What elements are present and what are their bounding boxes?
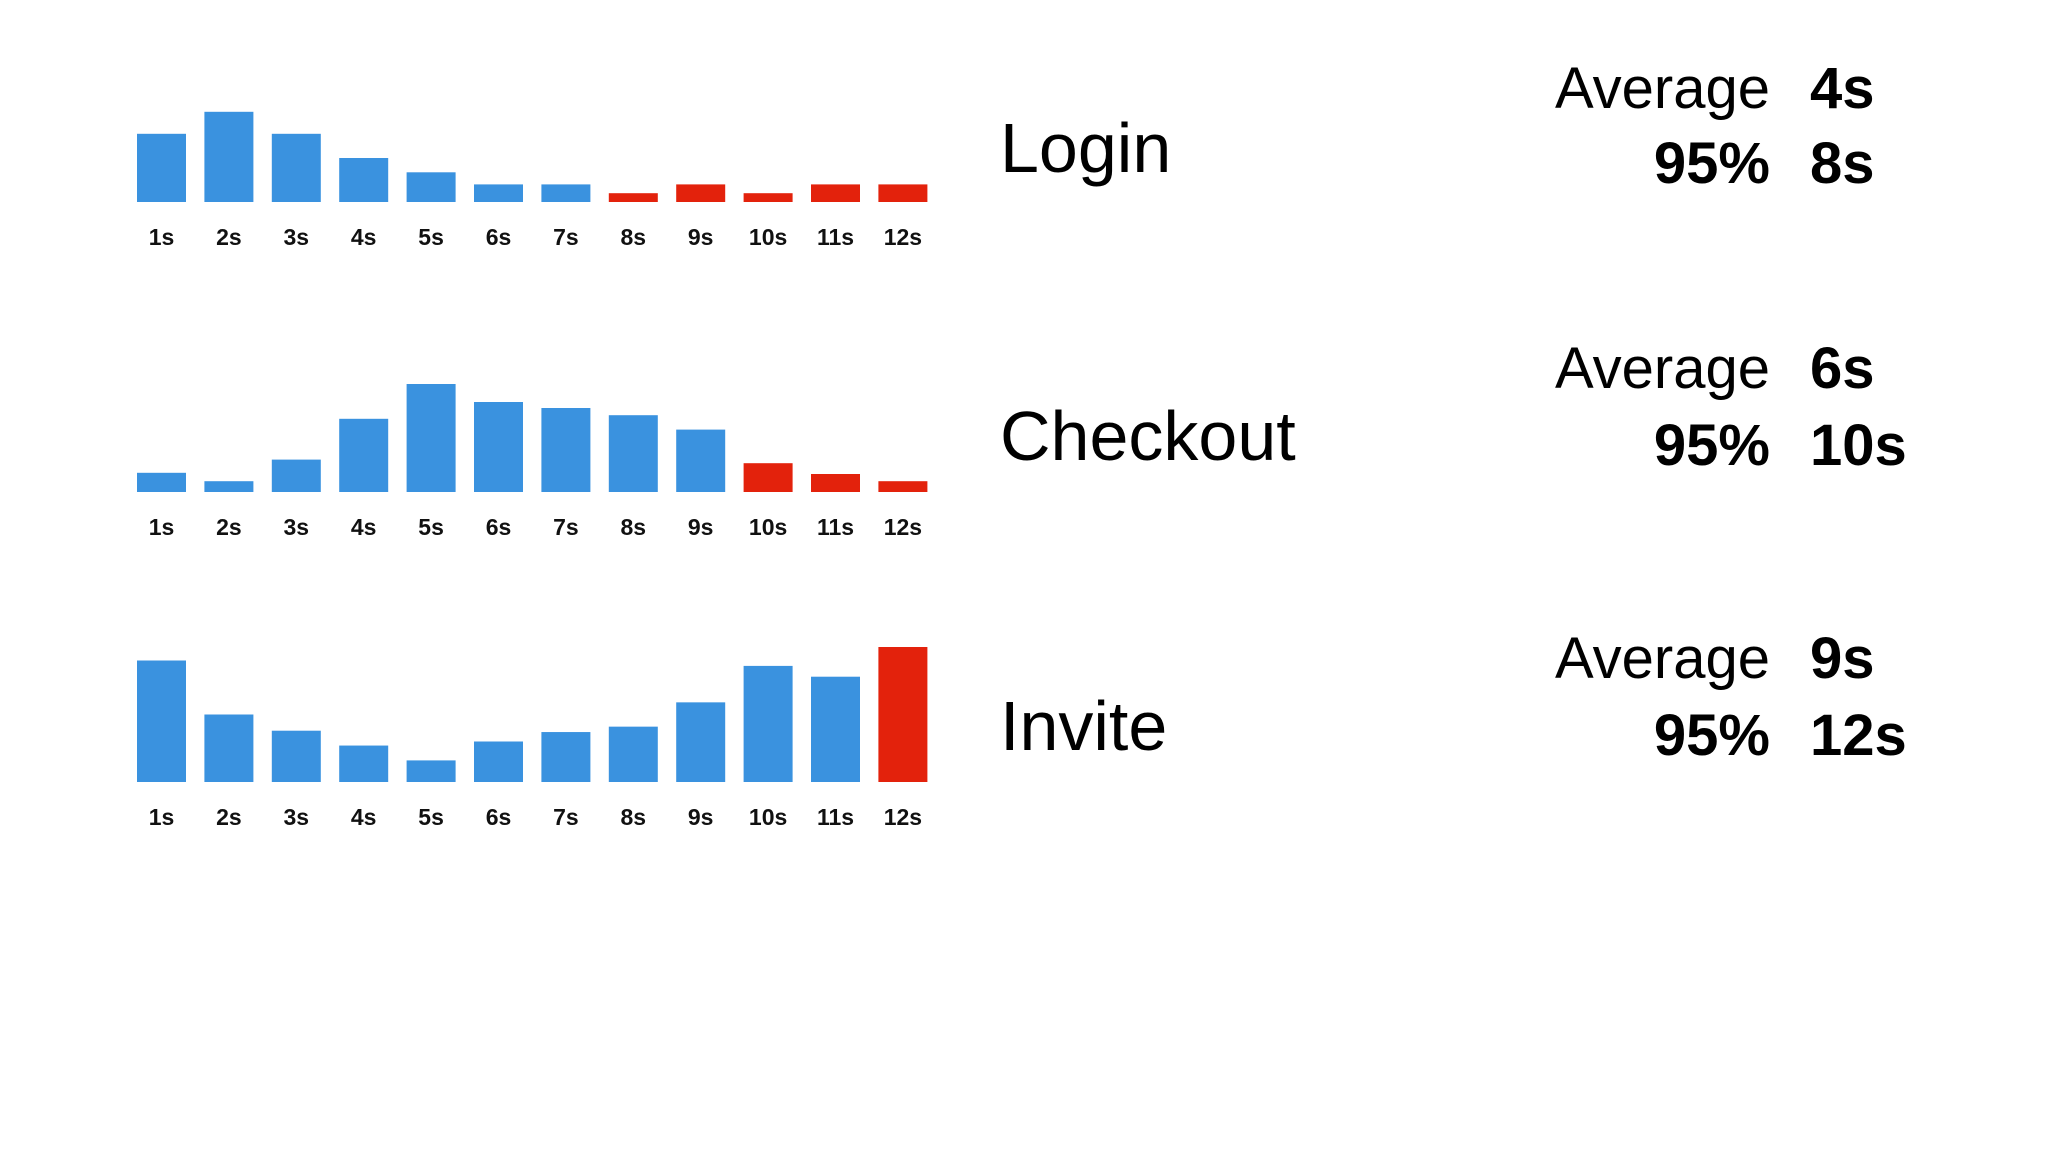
tick-label-3s: 3s: [284, 804, 310, 830]
tick-label-11s: 11s: [817, 804, 854, 830]
tick-label-1s: 1s: [149, 804, 175, 830]
bar-5s: [406, 384, 456, 492]
tick-label-9s: 9s: [688, 514, 714, 540]
tick-label-10s: 10s: [749, 514, 787, 540]
bar-11s: [811, 474, 860, 492]
tick-label-2s: 2s: [216, 804, 242, 830]
tick-label-11s: 11s: [817, 514, 854, 540]
bar-4s: [339, 418, 389, 492]
tick-label-11s: 11s: [817, 224, 854, 250]
bar-10s: [743, 193, 793, 202]
checkout-chart-row: 1s 2s 3s 4s 5s 6s 7s 8s 9s 10s 11s 12s Checkout Ave…: [0, 290, 2048, 580]
bar-12s: [878, 184, 928, 202]
bar-4s: [339, 158, 389, 202]
average-label: Average: [1555, 336, 1770, 401]
tick-label-6s: 6s: [486, 804, 512, 830]
bar-7s: [541, 184, 591, 202]
average-label: Average: [1555, 626, 1770, 691]
bar-8s: [608, 193, 658, 202]
bar-11s: [811, 676, 860, 782]
bar-5s: [406, 172, 456, 202]
bar-3s: [271, 133, 321, 202]
checkout-histogram: 1s 2s 3s 4s 5s 6s 7s 8s 9s 10s 11s 12s: [137, 384, 928, 540]
bar-5s: [406, 760, 456, 782]
average-value: 6s: [1810, 336, 1875, 401]
tick-label-8s: 8s: [621, 224, 647, 250]
tick-label-7s: 7s: [553, 224, 579, 250]
invite-histogram: 1s 2s 3s 4s 5s 6s 7s 8s 9s 10s 11s 12s: [137, 647, 928, 830]
tick-label-1s: 1s: [149, 514, 175, 540]
bar-3s: [271, 730, 321, 782]
p95-value: 12s: [1810, 703, 1907, 768]
tick-label-4s: 4s: [351, 224, 377, 250]
bar-12s: [878, 647, 928, 782]
bar-9s: [676, 184, 726, 202]
chart-title-checkout: Checkout: [1000, 397, 1296, 475]
tick-label-8s: 8s: [621, 804, 647, 830]
tick-label-10s: 10s: [749, 224, 787, 250]
average-value: 4s: [1810, 56, 1875, 121]
bar-3s: [271, 459, 321, 492]
bar-2s: [204, 111, 254, 202]
tick-label-5s: 5s: [418, 514, 444, 540]
invite-chart-row: 1s 2s 3s 4s 5s 6s 7s 8s 9s 10s 11s 12s Invite Avera…: [0, 580, 2048, 870]
p95-label: 95%: [1653, 131, 1770, 196]
bar-7s: [541, 732, 591, 782]
bar-1s: [137, 133, 186, 202]
bar-12s: [878, 481, 928, 492]
bar-10s: [743, 665, 793, 782]
tick-label-2s: 2s: [216, 514, 242, 540]
chart-title-login: Login: [1000, 109, 1172, 187]
login-histogram: 1s 2s 3s 4s 5s 6s 7s 8s 9s 10s 11s 12s: [137, 111, 928, 250]
p95-value: 8s: [1810, 131, 1875, 196]
bar-2s: [204, 714, 254, 782]
p95-value: 10s: [1810, 413, 1907, 478]
tick-label-4s: 4s: [351, 514, 377, 540]
p95-label: 95%: [1653, 413, 1770, 478]
bar-1s: [137, 472, 186, 492]
tick-label-3s: 3s: [284, 224, 310, 250]
tick-label-9s: 9s: [688, 804, 714, 830]
bar-10s: [743, 463, 793, 492]
tick-label-5s: 5s: [418, 224, 444, 250]
bar-11s: [811, 184, 860, 202]
tick-label-10s: 10s: [749, 804, 787, 830]
average-value: 9s: [1810, 626, 1875, 691]
tick-label-9s: 9s: [688, 224, 714, 250]
tick-label-4s: 4s: [351, 804, 377, 830]
tick-label-12s: 12s: [884, 804, 922, 830]
tick-label-12s: 12s: [884, 514, 922, 540]
bar-9s: [676, 429, 726, 492]
bar-6s: [474, 741, 523, 782]
tick-label-2s: 2s: [216, 224, 242, 250]
bar-2s: [204, 481, 254, 492]
tick-label-8s: 8s: [621, 514, 647, 540]
login-chart-row: 1s 2s 3s 4s 5s 6s 7s 8s 9s 10s 11s 12s Login Averag…: [0, 0, 2048, 290]
bar-8s: [608, 415, 658, 492]
tick-label-6s: 6s: [486, 514, 512, 540]
tick-label-12s: 12s: [884, 224, 922, 250]
average-label: Average: [1555, 56, 1770, 121]
bar-9s: [676, 702, 726, 782]
tick-label-5s: 5s: [418, 804, 444, 830]
bar-8s: [608, 726, 658, 782]
bar-6s: [474, 402, 523, 492]
tick-label-6s: 6s: [486, 224, 512, 250]
tick-label-1s: 1s: [149, 224, 175, 250]
p95-label: 95%: [1653, 703, 1770, 768]
tick-label-3s: 3s: [284, 514, 310, 540]
bar-4s: [339, 745, 389, 782]
chart-title-invite: Invite: [1000, 687, 1168, 765]
tick-label-7s: 7s: [553, 514, 579, 540]
bar-1s: [137, 660, 186, 782]
bar-6s: [474, 184, 523, 202]
tick-label-7s: 7s: [553, 804, 579, 830]
bar-7s: [541, 408, 591, 492]
